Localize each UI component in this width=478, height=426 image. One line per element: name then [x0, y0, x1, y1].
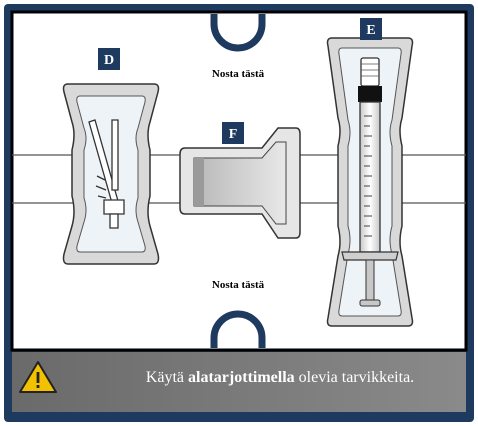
lift-handle-bottom	[210, 310, 266, 348]
vial-adapter-icon	[88, 119, 125, 229]
syringe-icon	[341, 57, 399, 307]
label-f-badge	[222, 122, 244, 144]
lift-label-bottom: Nosta tästä	[212, 279, 265, 291]
note-prefix: Käytä	[145, 369, 185, 386]
lift-handle-top	[210, 14, 266, 52]
note-bold: alatarjottimella	[188, 369, 295, 386]
label-e: E	[366, 23, 375, 38]
blister-e	[326, 37, 414, 327]
label-e-badge	[360, 18, 382, 40]
label-f: F	[229, 127, 238, 142]
warning-triangle-icon	[19, 361, 57, 393]
note-text: Käytä alatarjottimella olevia tarvikkeit…	[110, 360, 450, 396]
blister-d	[62, 83, 160, 265]
note-suffix: olevia tarvikkeita.	[298, 369, 415, 386]
note-bar	[12, 352, 466, 412]
label-d: D	[104, 53, 114, 68]
lift-label-top: Nosta tästä	[212, 68, 265, 80]
label-d-badge	[98, 48, 120, 70]
item-f	[179, 127, 301, 239]
